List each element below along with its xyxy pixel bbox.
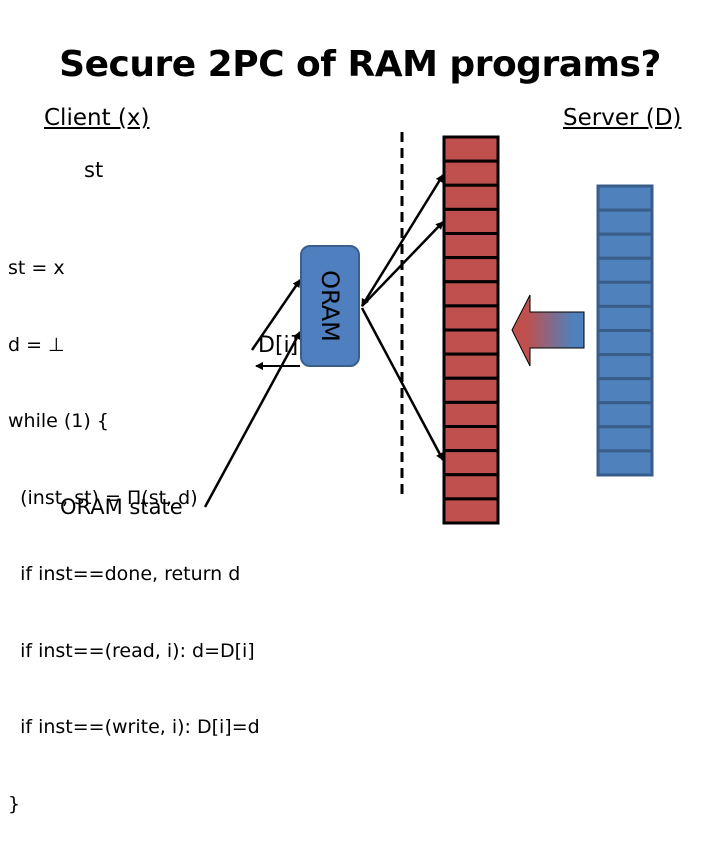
memory-cell — [596, 329, 654, 357]
access-arrow — [360, 307, 445, 461]
memory-cell — [442, 159, 500, 187]
memory-cell — [442, 400, 500, 428]
memory-cell — [442, 256, 500, 284]
memory-cell — [596, 425, 654, 453]
instruction-arrow — [250, 279, 302, 351]
memory-cell — [442, 352, 500, 380]
encrypted-memory — [442, 135, 500, 525]
memory-cell — [596, 449, 654, 477]
code-line: } — [8, 792, 21, 815]
encrypt-arrow-icon — [511, 294, 585, 367]
diagram-canvas — [203, 132, 654, 525]
memory-cell — [596, 232, 654, 260]
memory-cell — [442, 473, 500, 501]
memory-cell — [596, 304, 654, 332]
memory-cell — [442, 376, 500, 404]
code-line: if inst==done, return d — [8, 563, 241, 585]
code-line: d = ⊥ — [8, 333, 65, 356]
memory-cell — [596, 280, 654, 308]
memory-cell — [596, 377, 654, 405]
access-arrow — [360, 174, 445, 307]
memory-cell — [596, 401, 654, 429]
code-line: (inst, st) = Π(st, d) — [8, 486, 198, 509]
oram-label: ORAM — [316, 270, 344, 342]
memory-cell — [442, 207, 500, 235]
memory-cell — [442, 328, 500, 356]
memory-cell — [442, 449, 500, 477]
code-line: while (1) { — [8, 410, 109, 432]
memory-cell — [596, 184, 654, 212]
access-arrow — [361, 221, 444, 307]
state-label: st — [84, 158, 104, 182]
data-label: D[i] — [258, 333, 299, 358]
code-line: st = x — [8, 257, 65, 279]
memory-cell — [442, 183, 500, 211]
memory-cell — [442, 232, 500, 260]
memory-cell — [442, 135, 500, 163]
memory-cell — [442, 497, 500, 525]
memory-cell — [442, 304, 500, 332]
memory-cell — [442, 425, 500, 453]
oram-box: ORAM — [300, 245, 360, 367]
slide-title: Secure 2PC of RAM programs? — [59, 44, 661, 85]
code-line: if inst==(write, i): D[i]=d — [8, 716, 260, 738]
memory-cell — [596, 208, 654, 236]
memory-cell — [596, 353, 654, 381]
plain-memory — [596, 184, 654, 477]
memory-cell — [596, 256, 654, 284]
code-line: if inst==(read, i): d=D[i] — [8, 639, 255, 662]
memory-cell — [442, 280, 500, 308]
oram-state-label: ORAM state — [60, 495, 183, 519]
oram-state-arrow — [203, 331, 302, 508]
server-label: Server (D) — [563, 105, 682, 131]
client-label: Client (x) — [44, 105, 150, 131]
